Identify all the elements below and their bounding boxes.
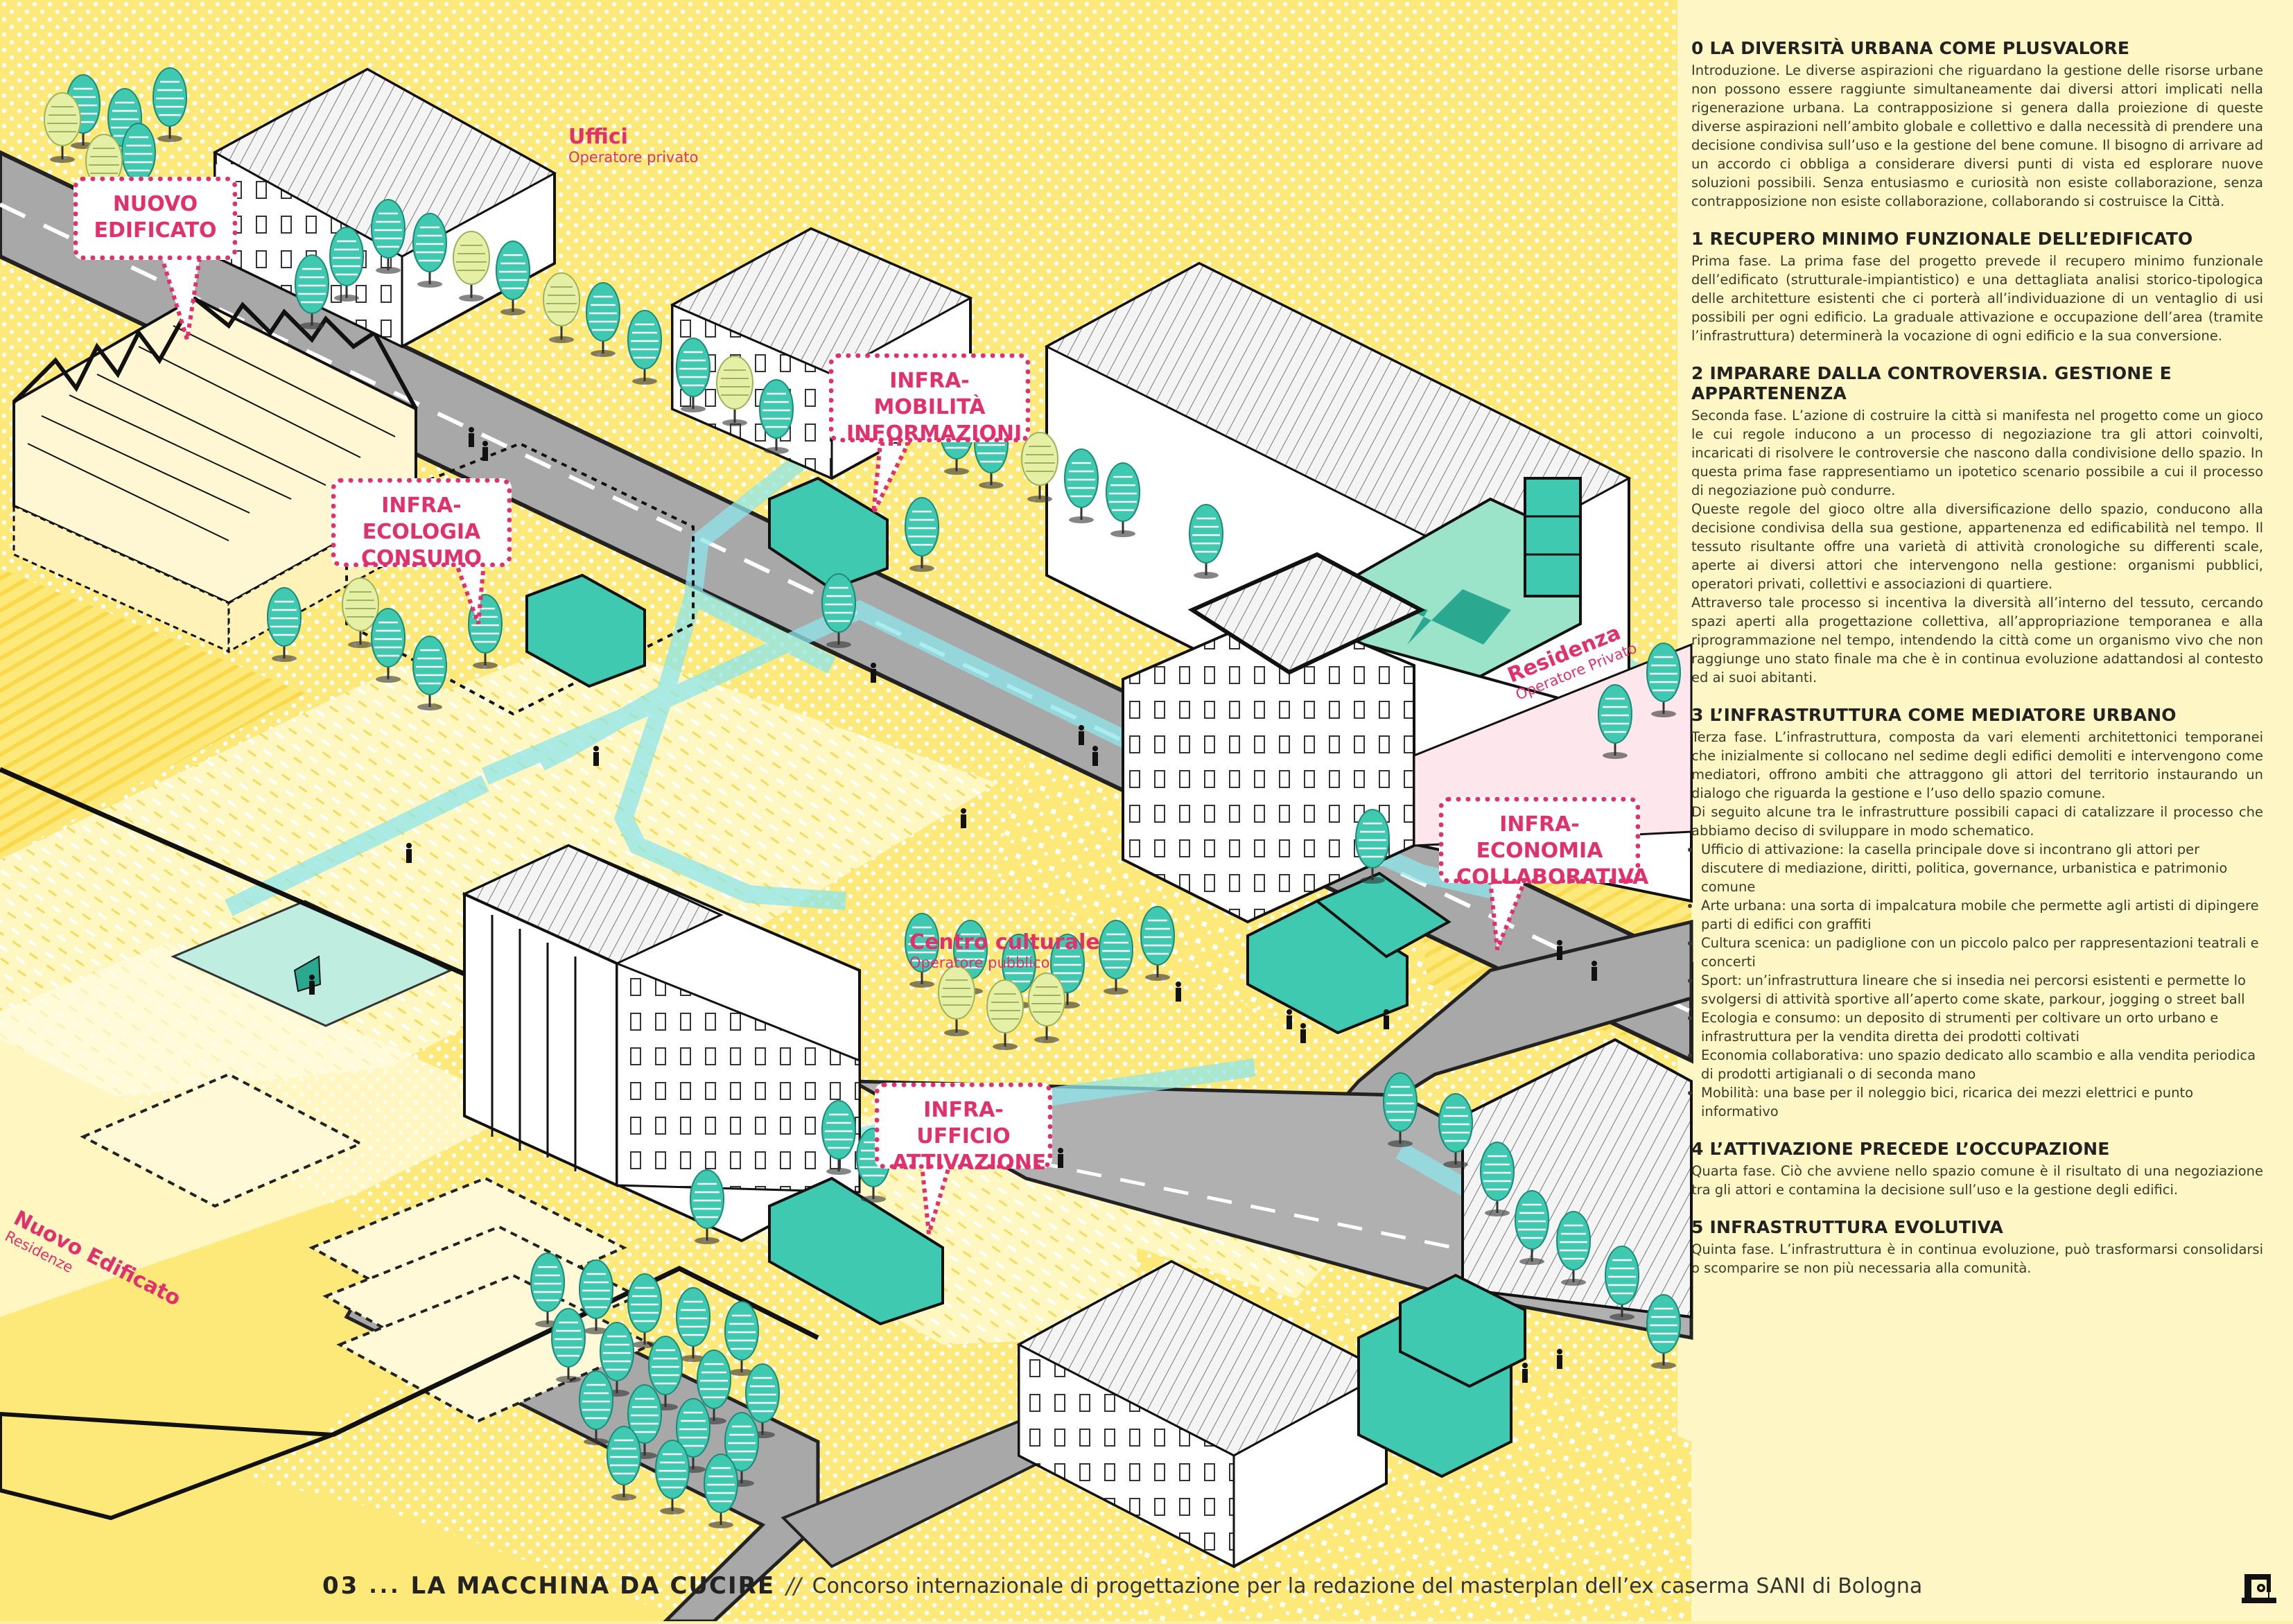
section-4: 4 L’ATTIVAZIONE PRECEDE L’OCCUPAZIONE Qu… <box>1691 1139 2263 1199</box>
label-main: Uffici <box>568 125 628 149</box>
label-sub: Operatore privato <box>568 149 699 166</box>
callout-infra-economia: INFRA-ECONOMIA COLLABORATIVA <box>1439 797 1648 889</box>
section-text: Quarta fase. Ciò che avviene nello spazi… <box>1691 1163 2263 1198</box>
callout-line: NUOVO <box>112 192 198 216</box>
section-heading: 5 INFRASTRUTTURA EVOLUTIVA <box>1691 1217 2004 1237</box>
board-title: LA MACCHINA DA CUCIRE <box>410 1572 776 1600</box>
section-heading: 4 L’ATTIVAZIONE PRECEDE L’OCCUPAZIONE <box>1691 1139 2110 1159</box>
square-central <box>298 638 998 950</box>
section-text: Di seguito alcune tra le infrastrutture … <box>1691 804 2263 839</box>
infra-modules <box>525 476 1526 1478</box>
callout-line: INFRA-ECONOMIA <box>1476 812 1603 863</box>
label-main: Centro culturale <box>909 930 1100 954</box>
callout-line: INFRA-ECOLOGIA <box>362 494 481 544</box>
label-uffici: Uffici Operatore privato <box>568 125 698 166</box>
list-item: Arte urbana: una sorta di impalcatura mo… <box>1701 896 2263 934</box>
callout-line: COLLABORATIVA <box>1456 865 1649 889</box>
section-heading: 2 IMPARARE DALLA CONTROVERSIA. GESTIONE … <box>1691 363 2172 403</box>
callout-infra-ecologia: INFRA-ECOLOGIA CONSUMO <box>331 478 512 570</box>
building-lower <box>1016 1259 1389 1569</box>
section-text: Quinta fase. L’infrastruttura è in conti… <box>1691 1241 2263 1276</box>
callout-nuovo-edificato: NUOVO EDIFICATO <box>73 177 237 260</box>
list-item: Mobilità: una base per il noleggio bici,… <box>1701 1083 2263 1121</box>
callout-line: ATTIVAZIONE <box>892 1151 1047 1175</box>
section-2: 2 IMPARARE DALLA CONTROVERSIA. GESTIONE … <box>1691 363 2263 687</box>
label-sub: Operatore pubblico <box>909 954 1050 971</box>
list-item: Ufficio di attivazione: la casella princ… <box>1701 840 2263 896</box>
section-text: Seconda fase. L’azione di costruire la c… <box>1691 408 2263 498</box>
sewing-machine-icon <box>2242 1574 2276 1603</box>
section-heading: 1 RECUPERO MINIMO FUNZIONALE DELL’EDIFIC… <box>1691 229 2193 249</box>
text-panel: 0 LA DIVERSITÀ URBANA COME PLUSVALORE In… <box>1691 38 2263 1584</box>
list-item: Cultura scenica: un padiglione con un pi… <box>1701 934 2263 971</box>
section-1: 1 RECUPERO MINIMO FUNZIONALE DELL’EDIFIC… <box>1691 229 2263 345</box>
section-heading: 3 L’INFRASTRUTTURA COME MEDIATORE URBANO <box>1691 705 2177 725</box>
section-0: 0 LA DIVERSITÀ URBANA COME PLUSVALORE In… <box>1691 38 2263 211</box>
label-centro-culturale: Centro culturale Operatore pubblico <box>909 930 1100 971</box>
section-3: 3 L’INFRASTRUTTURA COME MEDIATORE URBANO… <box>1691 705 2263 1121</box>
list-item: Ecologia e consumo: un deposito di strum… <box>1701 1009 2263 1046</box>
callout-line: CONSUMO <box>361 546 482 570</box>
callout-line: EDIFICATO <box>94 218 217 243</box>
section-text: Queste regole del gioco oltre alla diver… <box>1691 501 2263 592</box>
section-text: Introduzione. Le diverse aspirazioni che… <box>1691 62 2263 209</box>
area-lower-left-stripes <box>0 568 305 859</box>
callout-line: INFRA-UFFICIO <box>916 1098 1011 1149</box>
footer-dots: ... <box>369 1573 401 1598</box>
callout-line: INFRA-MOBILITÀ <box>873 369 986 419</box>
section-text: Attraverso tale processo si incentiva la… <box>1691 595 2263 686</box>
footer-separator: // <box>786 1573 801 1599</box>
building-centro-culturale <box>462 844 861 1243</box>
section-heading: 0 LA DIVERSITÀ URBANA COME PLUSVALORE <box>1691 38 2130 58</box>
building-hangar-right <box>1461 1038 1693 1319</box>
board-description: Concorso internazionale di progettazione… <box>812 1573 1923 1598</box>
list-item: Sport: un’infrastruttura lineare che si … <box>1701 971 2263 1009</box>
section-5: 5 INFRASTRUTTURA EVOLUTIVA Quinta fase. … <box>1691 1217 2263 1277</box>
callout-infra-mobilita: INFRA-MOBILITÀ INFORMAZIONI <box>829 353 1030 446</box>
infrastructure-list: Ufficio di attivazione: la casella princ… <box>1691 840 2263 1121</box>
list-item: Economia collaborativa: uno spazio dedic… <box>1701 1046 2263 1083</box>
section-text: Terza fase. L’infrastruttura, composta d… <box>1691 729 2263 801</box>
section-text: Prima fase. La prima fase del progetto p… <box>1691 253 2263 344</box>
board-number: 03 <box>322 1572 360 1600</box>
callout-infra-ufficio: INFRA-UFFICIO ATTIVAZIONE <box>875 1083 1052 1175</box>
callout-line: INFORMAZIONI <box>846 421 1022 446</box>
footer: 03 ... LA MACCHINA DA CUCIRE // Concorso… <box>322 1565 1922 1607</box>
